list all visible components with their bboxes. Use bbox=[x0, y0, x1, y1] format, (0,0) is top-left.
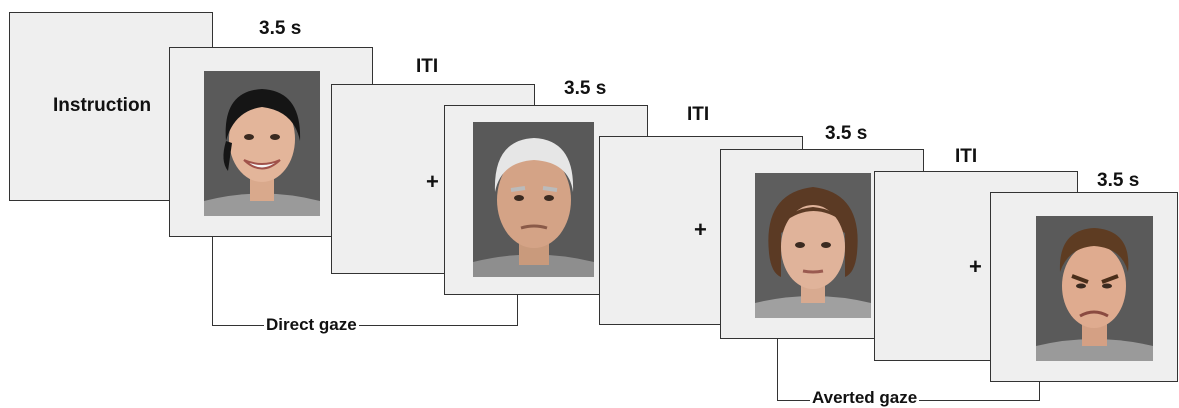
fixation-cross-3: + bbox=[969, 254, 982, 279]
duration-label-1: 3.5 s bbox=[259, 18, 302, 39]
duration-label-2: 3.5 s bbox=[564, 78, 607, 99]
face-image-smiling-woman bbox=[204, 71, 320, 216]
duration-label-4: 3.5 s bbox=[1097, 170, 1140, 191]
iti-label-2: ITI bbox=[687, 104, 710, 125]
stimulus-panel-1 bbox=[169, 47, 373, 237]
face-image-older-man bbox=[473, 122, 594, 277]
averted-gaze-label: Averted gaze bbox=[810, 388, 920, 408]
direct-gaze-label: Direct gaze bbox=[264, 315, 359, 335]
stimulus-panel-4 bbox=[990, 192, 1178, 382]
face-image-angry-man bbox=[1036, 216, 1153, 361]
duration-label-3: 3.5 s bbox=[825, 123, 868, 144]
fixation-cross-1: + bbox=[426, 169, 439, 194]
iti-label-1: ITI bbox=[416, 56, 439, 77]
instruction-label: Instruction bbox=[53, 95, 152, 116]
face-image-older-woman bbox=[755, 173, 871, 318]
iti-label-3: ITI bbox=[955, 146, 978, 167]
fixation-cross-2: + bbox=[694, 217, 707, 242]
